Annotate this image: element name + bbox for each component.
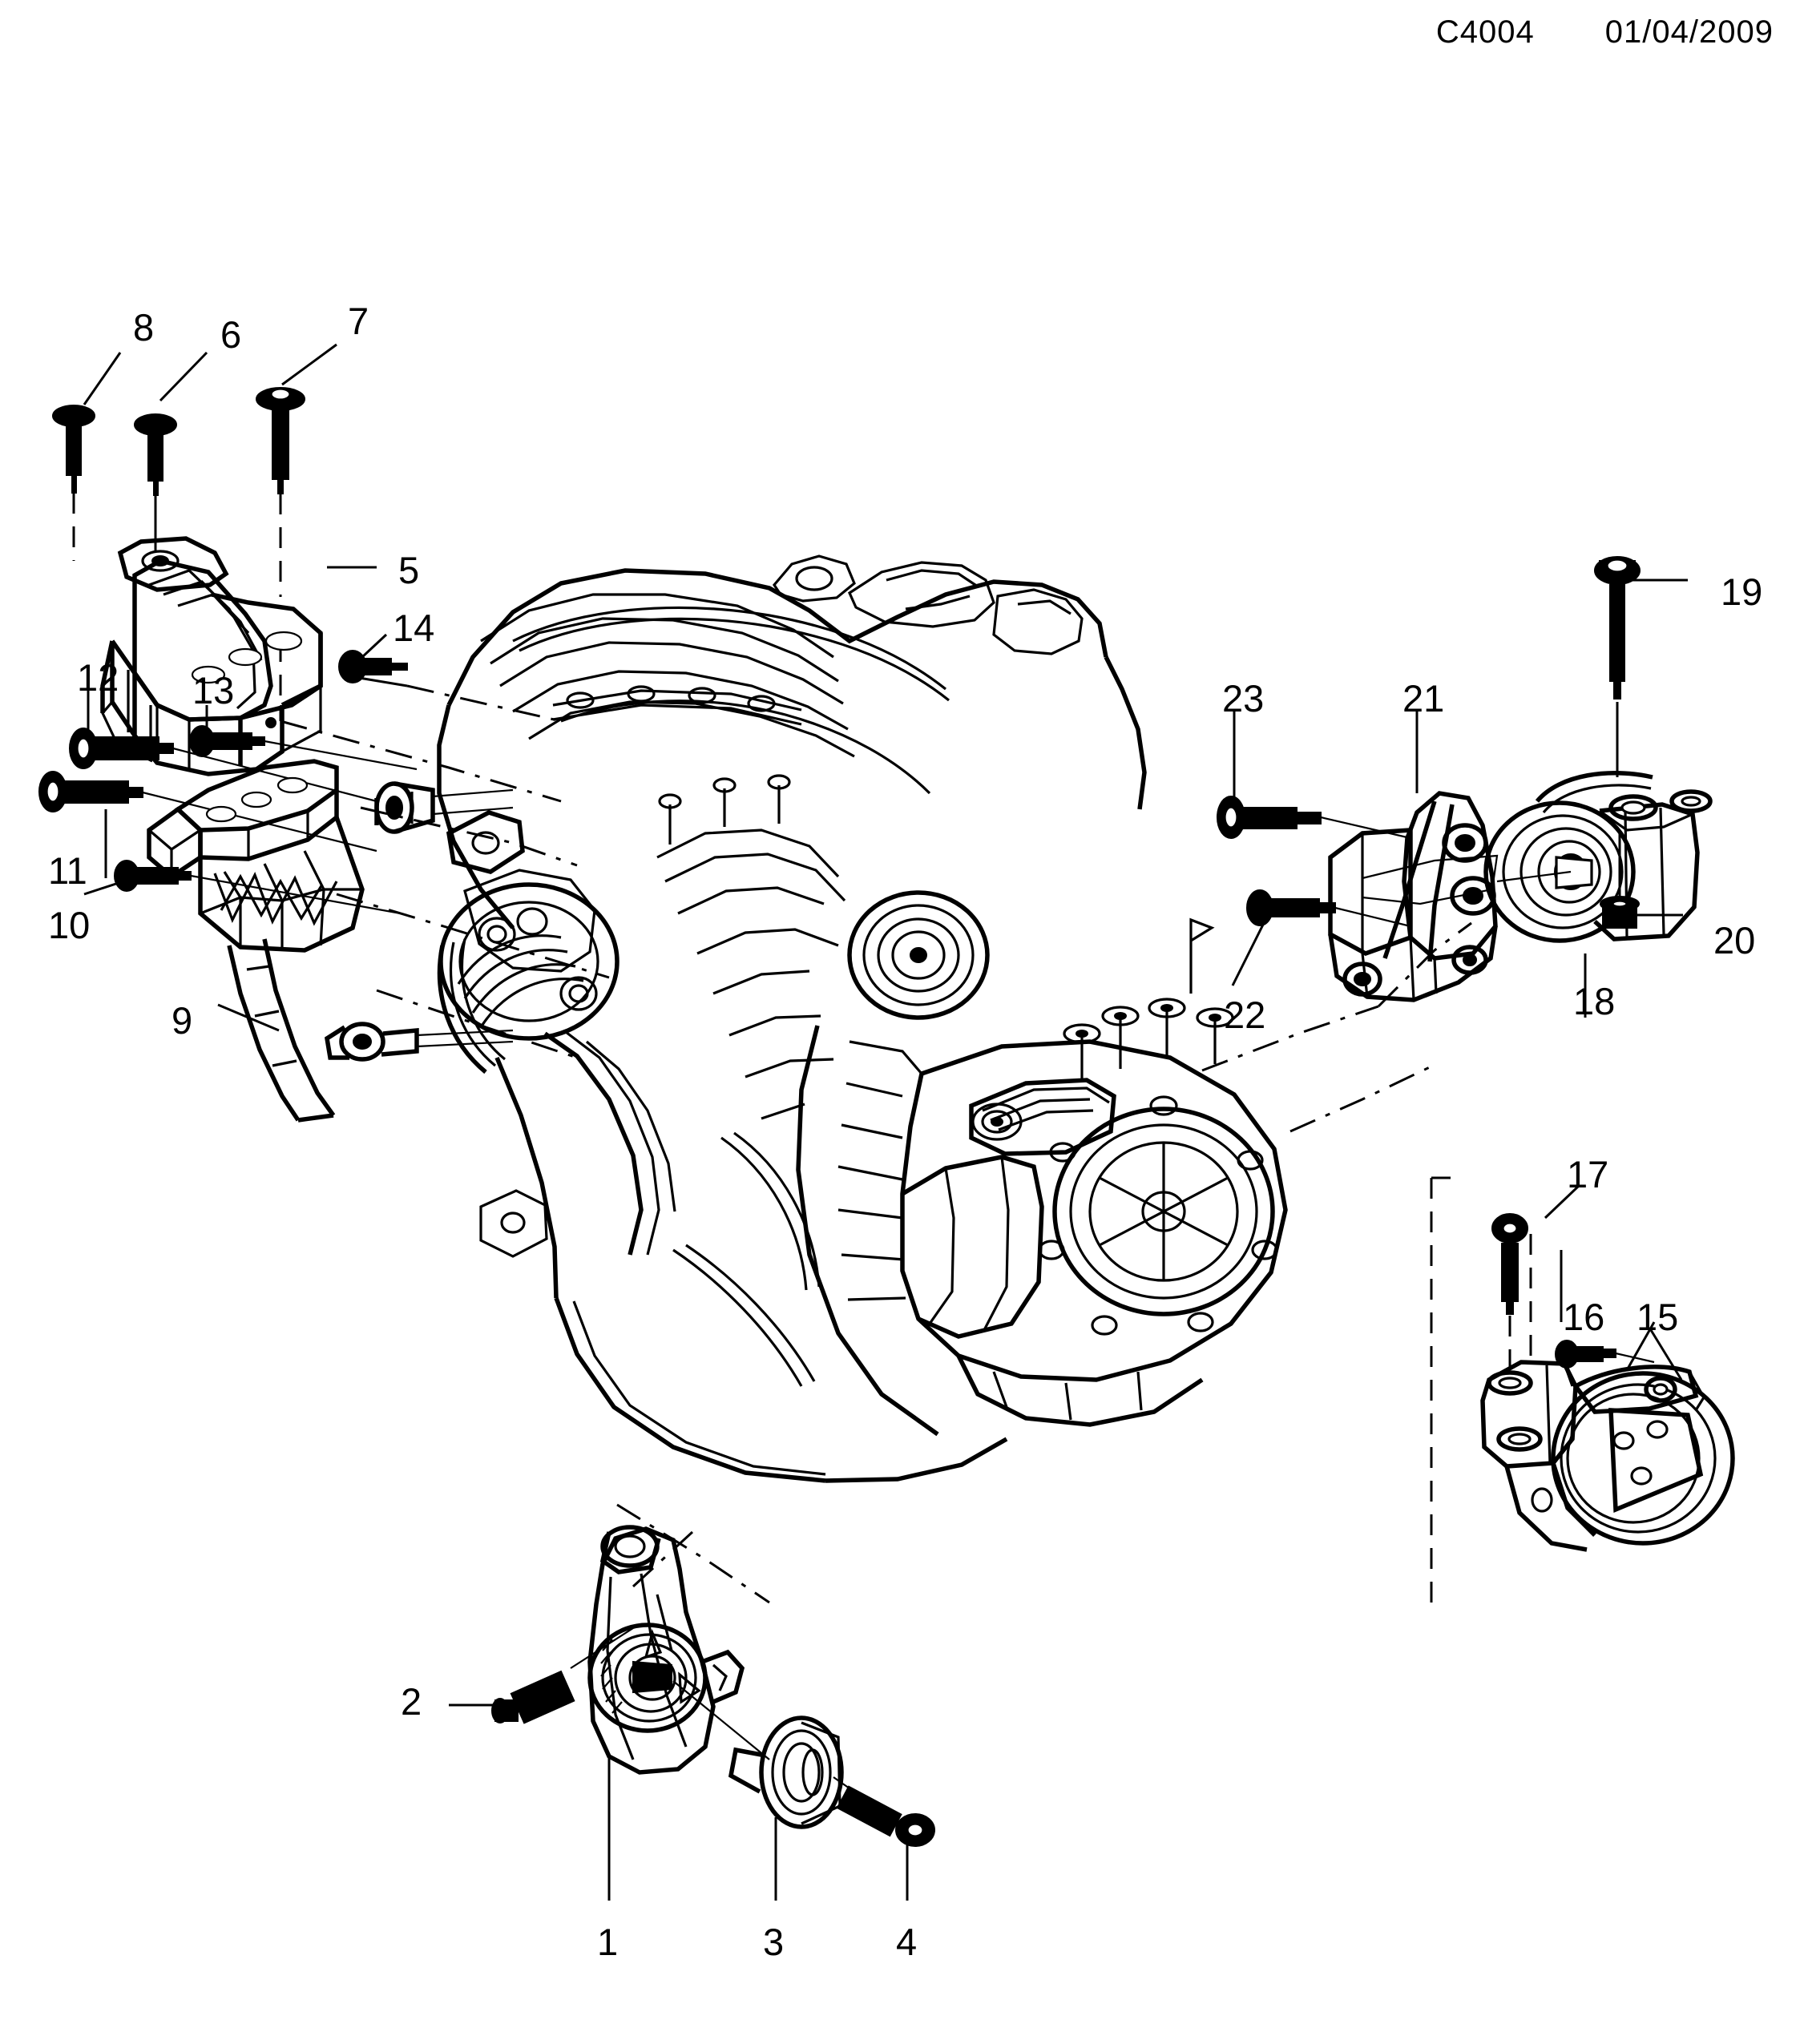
- bolt-8-icon: [52, 405, 95, 494]
- callout-2[interactable]: 2: [401, 1680, 422, 1723]
- crank-damper: [847, 890, 990, 1020]
- callout-15[interactable]: 15: [1637, 1296, 1679, 1338]
- figure-code: C4004: [1435, 14, 1535, 50]
- right-engine-mount-group: [1217, 556, 1713, 1018]
- callout-17[interactable]: 17: [1567, 1153, 1609, 1195]
- bolt-7-icon: [256, 387, 305, 494]
- strut-bracket-group: [38, 691, 514, 1123]
- callout-7[interactable]: 7: [348, 300, 369, 342]
- bolt-10-icon: [114, 860, 192, 892]
- bolt-14-icon: [338, 650, 408, 683]
- bolt-23-icon: [1217, 796, 1411, 840]
- bolt-22-icon: [1246, 889, 1411, 928]
- callout-3[interactable]: 3: [763, 1921, 785, 1963]
- front-lower-bracket-body: [587, 1525, 745, 1775]
- callout-4[interactable]: 4: [896, 1921, 918, 1963]
- bolt-6-icon: [134, 413, 177, 496]
- callout-18[interactable]: 18: [1573, 980, 1616, 1022]
- callout-9[interactable]: 9: [172, 999, 193, 1042]
- fuel-rail: [552, 685, 802, 726]
- bolt-16-icon: [1555, 1340, 1655, 1369]
- callout-23[interactable]: 23: [1222, 677, 1265, 720]
- callout-13[interactable]: 13: [192, 669, 235, 712]
- bolt-17-icon: [1491, 1213, 1528, 1315]
- strut-bracket-body: [147, 759, 514, 1123]
- transmission-mount-rear-body: [1480, 1360, 1735, 1552]
- bolt-11-icon: [38, 771, 143, 812]
- bolt-19-icon: [1594, 556, 1641, 699]
- engine-transaxle-assembly: [280, 554, 1288, 1483]
- bushing-3-icon: [728, 1715, 844, 1829]
- accessory-drive: [437, 869, 619, 1074]
- engine-mount-bracket-right-body: [1328, 791, 1498, 1002]
- callout-8[interactable]: 8: [133, 306, 155, 349]
- transaxle-housing: [900, 917, 1288, 1427]
- bolt-2-icon: [491, 1670, 575, 1724]
- diagram-header: C4004 01/04/2009: [1436, 14, 1774, 50]
- callout-20[interactable]: 20: [1713, 919, 1756, 962]
- callout-12[interactable]: 12: [77, 656, 119, 699]
- callout-1[interactable]: 1: [597, 1921, 619, 1963]
- left-upper-mount-group: [52, 343, 408, 776]
- callout-5[interactable]: 5: [398, 549, 420, 591]
- diagram-date: 01/04/2009: [1604, 14, 1774, 50]
- callout-22[interactable]: 22: [1224, 994, 1266, 1036]
- bolt-12-icon: [69, 728, 174, 769]
- callout-14[interactable]: 14: [393, 607, 435, 649]
- callout-11[interactable]: 11: [48, 849, 87, 892]
- callout-6[interactable]: 6: [220, 313, 242, 356]
- rear-transmission-mount-group: [1430, 1176, 1735, 1603]
- bolt-13-icon: [189, 725, 265, 757]
- callout-19[interactable]: 19: [1721, 570, 1763, 613]
- nut-20-icon: [1600, 896, 1640, 929]
- callout-21[interactable]: 21: [1402, 677, 1445, 720]
- front-lower-mount-group: [449, 1525, 935, 1901]
- bolt-4-icon: [836, 1785, 935, 1847]
- callout-16[interactable]: 16: [1563, 1296, 1605, 1338]
- callout-10[interactable]: 10: [48, 904, 91, 946]
